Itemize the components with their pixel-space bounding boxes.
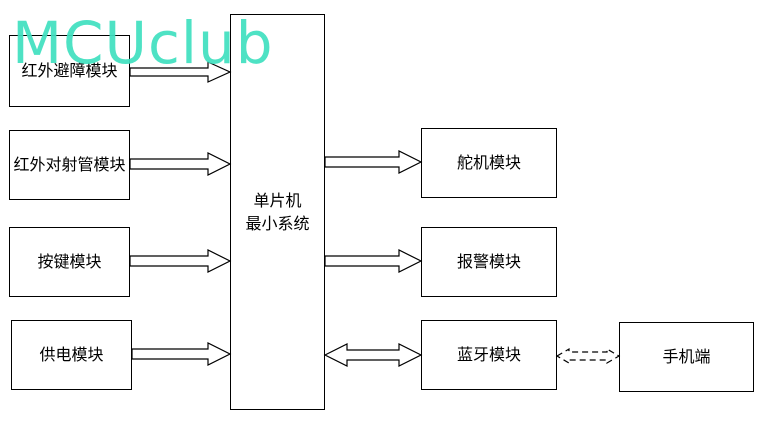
- arrow-key-to-mcu: [129, 249, 232, 273]
- arrow-power-to-mcu: [131, 342, 232, 366]
- arrow-mcu-to-alarm: [324, 249, 423, 273]
- arrow-ir-obstacle-to-mcu: [129, 61, 232, 83]
- bluetooth-label: 蓝牙模块: [456, 345, 521, 365]
- alarm-label: 报警模块: [456, 252, 521, 272]
- power-module: 供电模块: [11, 320, 132, 390]
- mcu-label-line2: 最小系统: [245, 214, 310, 233]
- mcu-label-line1: 单片机: [253, 190, 302, 210]
- phone-terminal: 手机端: [619, 322, 754, 392]
- bluetooth-module: 蓝牙模块: [421, 320, 557, 390]
- key-label: 按键模块: [37, 252, 102, 272]
- ir-beam-module: 红外对射管模块: [9, 130, 130, 200]
- mcu-minimum-system: 单片机 最小系统: [230, 14, 325, 410]
- ir-obstacle-module: 红外避障模块: [9, 35, 130, 107]
- arrow-mcu-bluetooth: [323, 343, 423, 367]
- phone-label: 手机端: [662, 347, 711, 367]
- servo-module: 舵机模块: [421, 128, 557, 198]
- servo-label: 舵机模块: [456, 153, 521, 173]
- alarm-module: 报警模块: [421, 227, 557, 297]
- ir-beam-label: 红外对射管模块: [13, 155, 126, 175]
- power-label: 供电模块: [39, 345, 104, 365]
- ir-obstacle-label: 红外避障模块: [21, 61, 118, 81]
- arrow-bluetooth-phone: [555, 347, 621, 365]
- arrow-mcu-to-servo: [324, 150, 423, 174]
- key-module: 按键模块: [9, 227, 130, 297]
- arrow-ir-beam-to-mcu: [129, 152, 232, 176]
